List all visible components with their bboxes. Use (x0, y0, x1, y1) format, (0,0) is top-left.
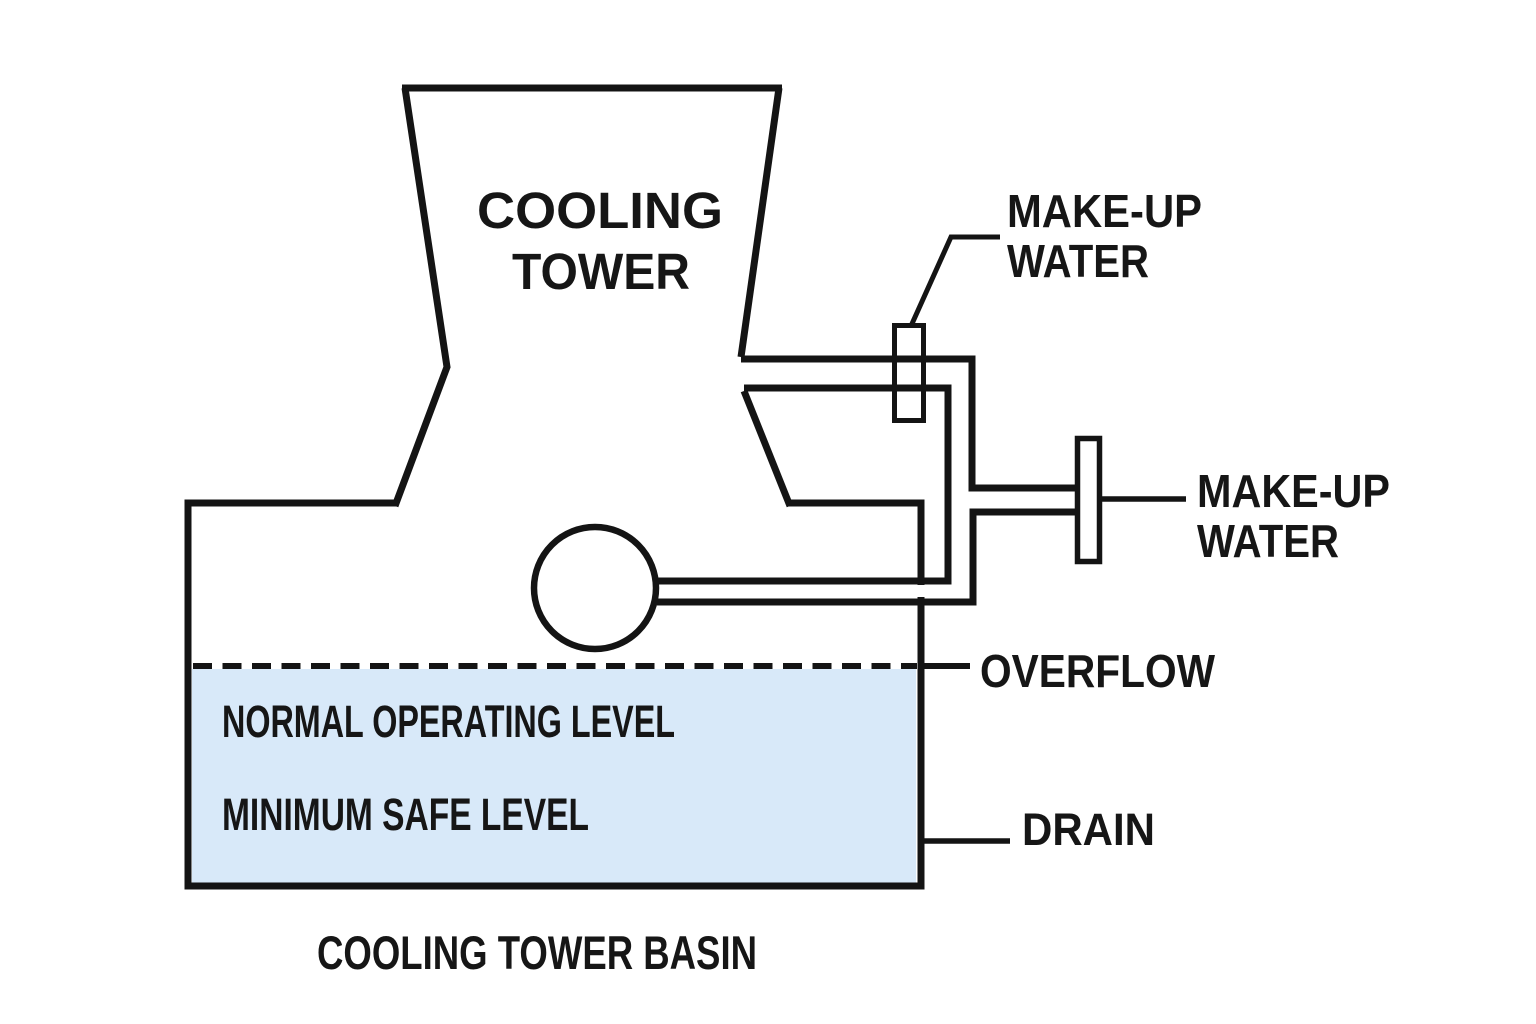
tower-left-side (391, 87, 451, 508)
pipe-inner-wall (657, 384, 952, 585)
makeup-inlet-valve (892, 323, 926, 423)
tower-outline (391, 84, 794, 508)
makeup-water-right-label-line2: WATER (1197, 515, 1339, 567)
normal-operating-level-label: NORMAL OPERATING LEVEL (222, 696, 675, 747)
basin-outline (184, 499, 925, 890)
tower-right-side-upper (737, 87, 783, 358)
makeup-water-top-label-line1: MAKE-UP (1007, 185, 1202, 237)
pipe-over-wall-mask (898, 585, 940, 597)
basin-water (192, 669, 916, 883)
diagram-caption: COOLING TOWER BASIN (317, 926, 757, 979)
makeup-water-right-label-line1: MAKE-UP (1197, 465, 1390, 517)
makeup-water-piping (657, 355, 1075, 606)
tower-right-side-lower (740, 389, 794, 508)
tower-label-line1: COOLING (477, 182, 723, 239)
pipe-upper-wall (741, 355, 1075, 492)
tower-label-line2: TOWER (512, 243, 690, 300)
drain-label: DRAIN (1022, 804, 1155, 855)
float-ball (530, 523, 660, 653)
pipe-lower-wall (657, 508, 1075, 606)
makeup-valve-leader-line (908, 234, 1000, 328)
makeup-water-top-label-line2: WATER (1007, 235, 1149, 287)
overflow-label: OVERFLOW (980, 645, 1216, 697)
makeup-supply-valve (1074, 435, 1103, 565)
minimum-safe-level-label: MINIMUM SAFE LEVEL (222, 789, 589, 840)
